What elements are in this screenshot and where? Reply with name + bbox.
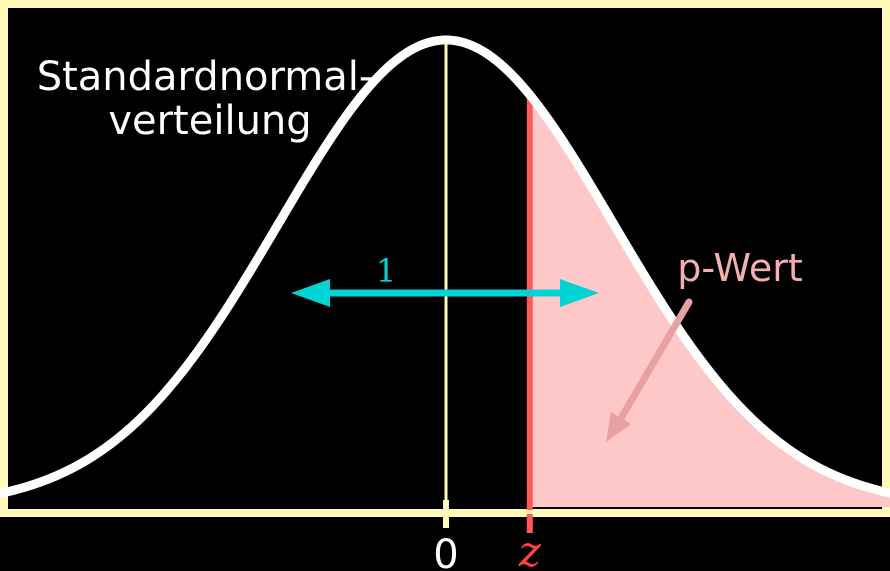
distribution-label-line1: Standardnormal- <box>37 54 374 100</box>
distribution-label-line2: verteilung <box>108 98 311 144</box>
p-value-arrow <box>606 298 693 442</box>
p-value-area <box>529 94 890 508</box>
width-label: 1 <box>376 252 396 290</box>
bell-curve <box>0 35 890 499</box>
width-arrow <box>291 279 599 307</box>
p-value-label: p-Wert <box>677 246 803 290</box>
z-tick-label: z <box>518 527 542 571</box>
zero-tick-label: 0 <box>433 532 458 571</box>
